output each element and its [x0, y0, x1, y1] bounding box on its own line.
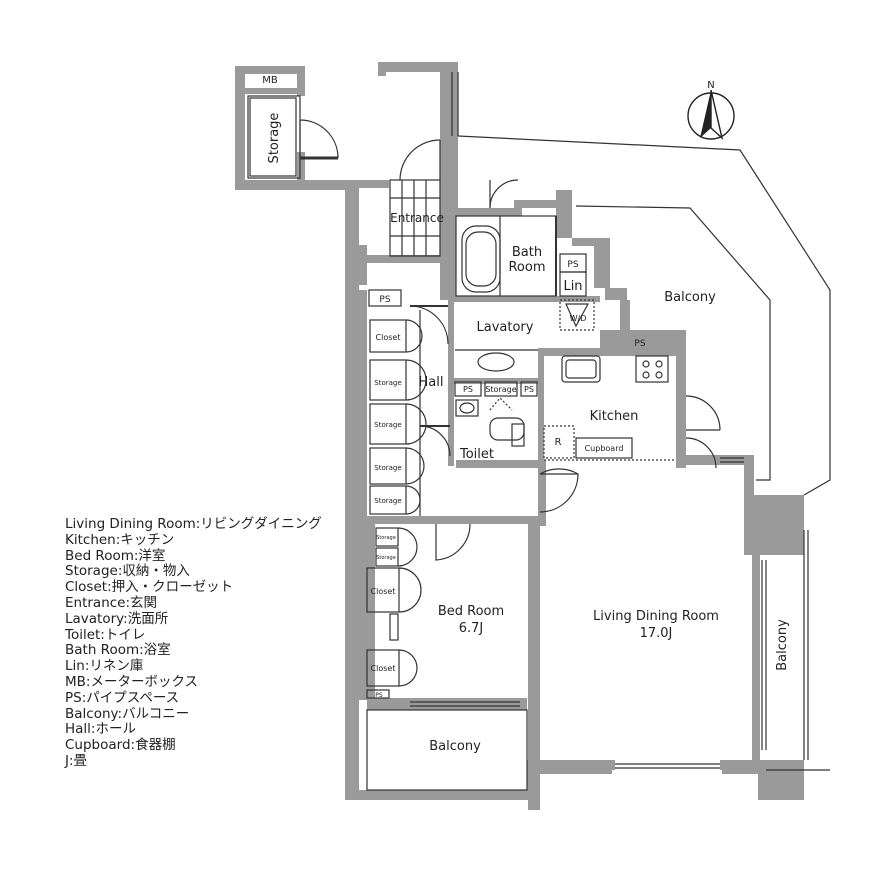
legend-item: Toilet:トイレ [65, 626, 146, 643]
legend-item: Lin:リネン庫 [65, 658, 144, 675]
cupboard-label: Cupboard [585, 444, 624, 453]
fridge-label: R [555, 437, 562, 448]
bed-room-label: Bed Room [438, 604, 504, 619]
balcony-south-label: Balcony [429, 739, 481, 754]
bath-room-label-1: Bath [512, 245, 542, 260]
storage-hall-1-label: Storage [374, 379, 401, 387]
legend-item: MB:メーターボックス [65, 673, 199, 690]
bed-room-size-label: 6.7J [459, 621, 484, 636]
walls [235, 62, 804, 810]
north-arrow-icon: N [687, 80, 735, 141]
toilet-label: Toilet [459, 447, 494, 462]
bed-closet-1-label: Closet [371, 587, 396, 596]
legend-item: PS:パイプスペース [65, 689, 180, 706]
balcony-right-label: Balcony [775, 619, 790, 671]
legend-item: Cupboard:食器棚 [65, 737, 176, 754]
closet-hall-label: Closet [376, 333, 401, 342]
linework [247, 72, 831, 791]
north-label: N [707, 80, 714, 91]
entrance-label: Entrance [390, 211, 444, 225]
storage-hall-2-label: Storage [374, 421, 401, 429]
bed-storage-1-label: Storage [376, 535, 396, 541]
lin-label: Lin [563, 279, 582, 294]
living-dining-size-label: 17.0J [640, 626, 673, 641]
ps-bed-label: PS [375, 692, 383, 699]
kitchen-label: Kitchen [590, 409, 639, 424]
ps-kitchen-label: PS [634, 339, 645, 349]
balcony-east-label: Balcony [664, 290, 716, 305]
legend-item: Hall:ホール [65, 721, 136, 738]
storage-small-label: Storage [485, 385, 516, 394]
wd-label: W/D [570, 314, 587, 323]
storage-hall-4-label: Storage [374, 497, 401, 505]
legend-item: Entrance:玄関 [65, 594, 158, 611]
ps-small-2-label: PS [524, 385, 534, 394]
ps-small-1-label: PS [463, 385, 473, 394]
ps-hall-label: PS [379, 295, 390, 305]
bed-storage-2-label: Storage [376, 555, 396, 561]
storage-hall-3-label: Storage [374, 464, 401, 472]
legend-item: Closet:押入・クローゼット [65, 579, 234, 596]
ps-bath-label: PS [567, 260, 578, 270]
bed-closet-2-label: Closet [371, 664, 396, 673]
legend-item: J:畳 [65, 752, 88, 769]
legend-item: Living Dining Room:リビングダイニング [65, 516, 322, 532]
legend-item: Bath Room:浴室 [65, 642, 171, 659]
legend-item: Bed Room:洋室 [65, 547, 166, 564]
lavatory-label: Lavatory [477, 320, 534, 335]
legend: Living Dining Room:リビングダイニング Kitchen:キッチ… [65, 516, 322, 770]
storage-vertical-label: Storage [267, 113, 282, 164]
legend-item: Balcony:バルコニー [65, 705, 190, 722]
bath-room-label-2: Room [508, 260, 545, 275]
legend-item: Storage:収納・物入 [65, 563, 190, 580]
legend-item: Lavatory:洗面所 [65, 610, 169, 627]
legend-item: Kitchen:キッチン [65, 531, 175, 548]
mb-label: MB [262, 75, 278, 86]
room-labels: MB Storage Entrance Bath Room PS Lin W/D… [262, 75, 790, 754]
hall-label: Hall [419, 375, 444, 390]
living-dining-room-label: Living Dining Room [593, 609, 719, 624]
